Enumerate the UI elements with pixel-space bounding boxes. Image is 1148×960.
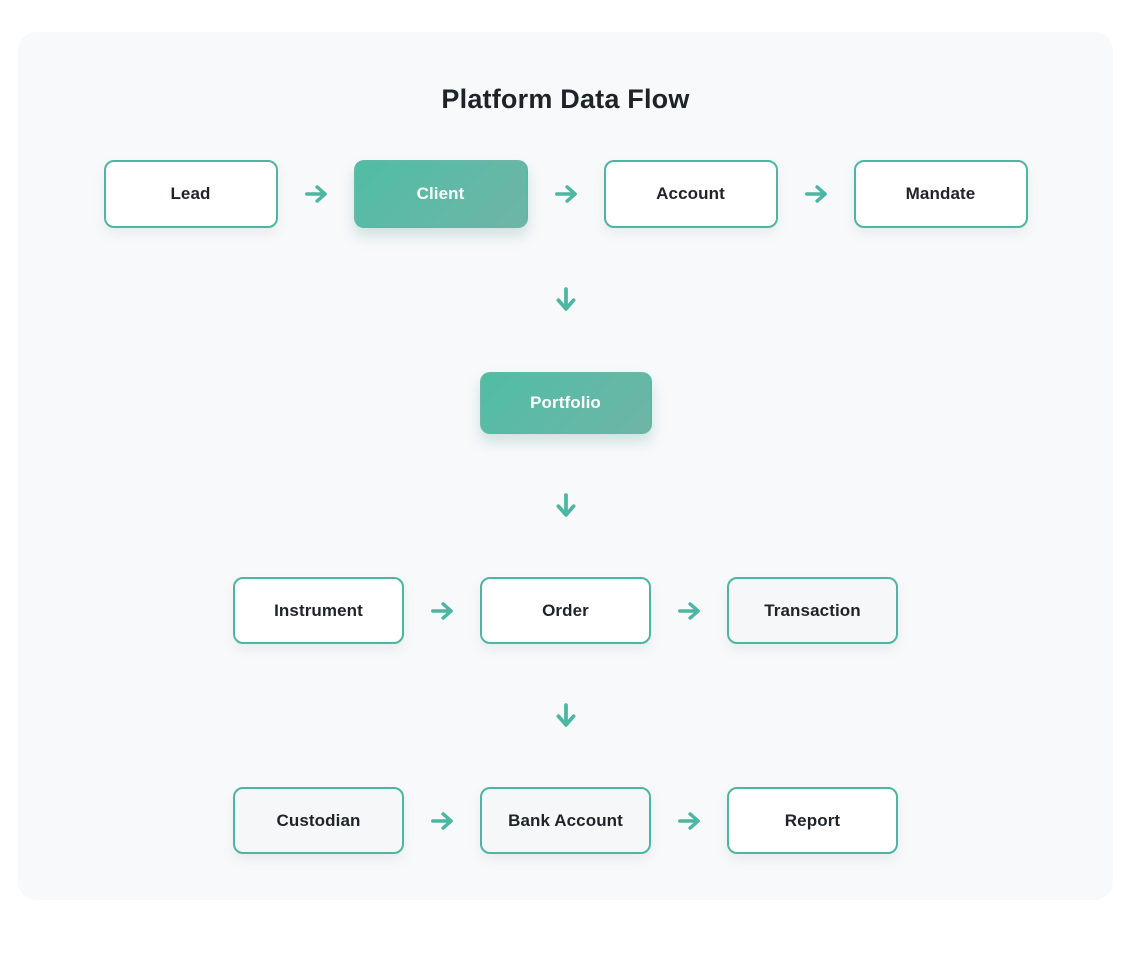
- node-label: Account: [656, 184, 725, 203]
- arrow-right-icon: [298, 181, 334, 207]
- node-label: Bank Account: [508, 810, 623, 830]
- flow-connector-down: [18, 490, 1113, 520]
- diagram-title: Platform Data Flow: [441, 84, 690, 114]
- arrow-right-icon: [798, 181, 834, 207]
- arrow-right-icon: [671, 808, 707, 834]
- node-portfolio[interactable]: Portfolio: [479, 372, 652, 434]
- node-label: Portfolio: [530, 393, 601, 412]
- flow-row: Portfolio: [18, 372, 1113, 434]
- node-label: Mandate: [905, 184, 976, 203]
- node-label: Client: [416, 184, 465, 203]
- arrow-down-icon: [552, 491, 580, 519]
- node-mandate[interactable]: Mandate: [853, 160, 1028, 228]
- flow-card: Platform Data Flow Lead Client Account Mand…: [18, 32, 1113, 900]
- node-bank-account[interactable]: Bank Account: [480, 787, 651, 854]
- node-order[interactable]: Order: [480, 577, 651, 644]
- node-instrument[interactable]: Instrument: [233, 577, 404, 644]
- flow-connector-down: [18, 284, 1113, 314]
- node-lead[interactable]: Lead: [103, 160, 278, 228]
- node-transaction[interactable]: Transaction: [727, 577, 898, 644]
- node-label: Custodian: [276, 810, 361, 830]
- flow-row: Instrument Order Transaction: [18, 577, 1113, 644]
- node-label: Order: [542, 600, 589, 620]
- node-account[interactable]: Account: [603, 160, 778, 228]
- arrow-right-icon: [548, 181, 584, 207]
- node-client[interactable]: Client: [353, 160, 528, 228]
- flow-row: Lead Client Account Mandate: [18, 160, 1113, 228]
- node-label: Lead: [170, 184, 211, 203]
- node-report[interactable]: Report: [727, 787, 898, 854]
- arrow-right-icon: [671, 598, 707, 624]
- flow-row: Custodian Bank Account Report: [18, 787, 1113, 854]
- arrow-right-icon: [424, 808, 460, 834]
- flow-connector-down: [18, 700, 1113, 730]
- node-label: Transaction: [764, 600, 861, 620]
- arrow-down-icon: [552, 285, 580, 313]
- node-custodian[interactable]: Custodian: [233, 787, 404, 854]
- node-label: Report: [784, 810, 841, 830]
- arrow-down-icon: [552, 701, 580, 729]
- node-label: Instrument: [274, 600, 363, 620]
- arrow-right-icon: [424, 598, 460, 624]
